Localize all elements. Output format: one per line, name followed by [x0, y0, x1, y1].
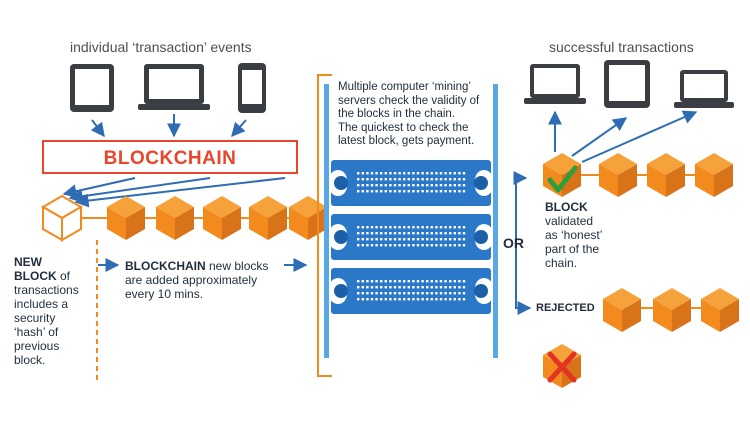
chain-block: [156, 196, 194, 240]
server-unit: [329, 214, 493, 260]
mining-bracket: [317, 74, 332, 377]
blockchain-to-new-block-arrows: [62, 177, 286, 208]
server-unit: [329, 160, 493, 206]
laptop-icon: [674, 70, 734, 108]
or-label: OR: [503, 235, 524, 251]
chain-note: BLOCKCHAIN new blocks are added approxim…: [125, 259, 269, 301]
rack-pole-left: [324, 84, 329, 358]
validated-description: BLOCK validated as ‘honest’ part of the …: [545, 200, 603, 270]
tablet-icon: [604, 60, 650, 108]
device-to-blockchain-arrows: [90, 114, 247, 138]
new-block-description: NEW BLOCK of transactions includes a sec…: [14, 255, 79, 367]
laptop-icon: [524, 64, 586, 104]
validated-block: [543, 153, 581, 197]
mining-text: Multiple computer ‘mining’ servers check…: [338, 81, 480, 147]
phone-icon: [238, 63, 266, 113]
blockchain-label: BLOCKCHAIN: [42, 140, 298, 174]
chain-block: [653, 288, 691, 332]
right-header: successful transactions: [549, 39, 694, 55]
validated-to-devices-arrows: [548, 110, 698, 163]
server-unit: [329, 268, 493, 314]
chain-block: [203, 196, 241, 240]
chain-block: [603, 288, 641, 332]
chain-block: [701, 288, 739, 332]
chain-block: [599, 153, 637, 197]
rack-pole-right: [493, 84, 498, 358]
chain-block: [647, 153, 685, 197]
reject-x-icon: [547, 351, 577, 383]
chain-block: [107, 196, 145, 240]
laptop-icon: [138, 64, 210, 110]
chain-block: [695, 153, 733, 197]
rejected-label: REJECTED: [536, 302, 595, 314]
tablet-icon: [70, 64, 114, 112]
new-block-cube: [41, 194, 83, 242]
chain-block: [289, 196, 327, 240]
chain-block: [249, 196, 287, 240]
check-icon: [547, 165, 578, 193]
left-header: individual ‘transaction’ events: [70, 39, 252, 55]
